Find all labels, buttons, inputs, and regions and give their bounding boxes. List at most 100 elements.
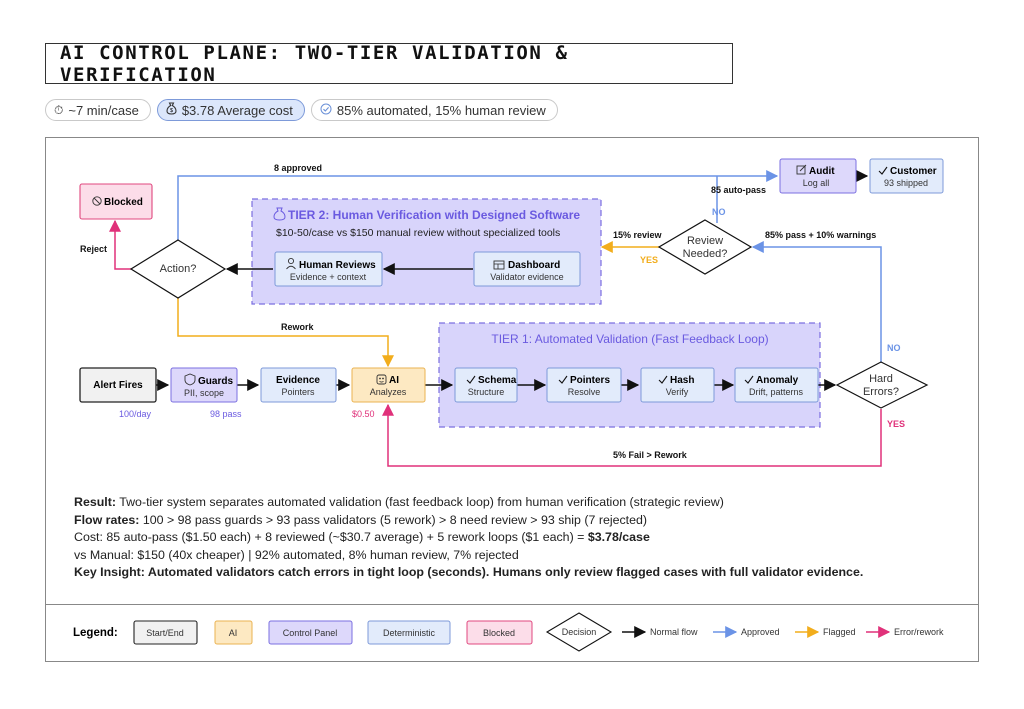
- svg-text:Evidence: Evidence: [276, 375, 320, 386]
- node-evidence: Evidence Pointers: [260, 367, 337, 403]
- decision-action: Action?: [129, 239, 227, 299]
- person-icon: [286, 257, 296, 270]
- tier1-title: TIER 1: Automated Validation (Fast Feedb…: [491, 332, 768, 346]
- check-icon: [658, 375, 668, 384]
- edge-label-auto-pass: 85 auto-pass: [711, 185, 766, 195]
- edge-label-yes-review: YES: [640, 255, 658, 265]
- legend-approved: Approved: [713, 626, 780, 638]
- svg-text:Drift, patterns: Drift, patterns: [749, 387, 804, 397]
- node-alert-fires: Alert Fires: [79, 367, 157, 403]
- legend-title: Legend:: [73, 627, 118, 639]
- key-insight-text: Key Insight: Automated validators catch …: [74, 565, 864, 580]
- svg-text:PII, scope: PII, scope: [184, 388, 224, 398]
- svg-text:Error/rework: Error/rework: [894, 627, 944, 637]
- node-dashboard: Dashboard Validator evidence: [473, 251, 581, 287]
- legend-control-panel: Control Panel: [268, 620, 353, 645]
- svg-text:Approved: Approved: [741, 627, 780, 637]
- edge-label-no-top: NO: [712, 207, 726, 217]
- node-hash: Hash Verify: [640, 367, 715, 403]
- automation-pill: 85% automated, 15% human review: [310, 99, 558, 121]
- svg-text:Flagged: Flagged: [823, 627, 856, 637]
- tier2-subtitle: $10-50/case vs $150 manual review withou…: [276, 227, 560, 239]
- svg-text:AI: AI: [229, 628, 238, 638]
- node-guards: Guards PII, scope: [170, 367, 238, 403]
- svg-text:Structure: Structure: [468, 387, 505, 397]
- automation-pill-text: 85% automated, 15% human review: [336, 102, 546, 118]
- svg-text:Needed?: Needed?: [683, 248, 728, 260]
- tier2-title: TIER 2: Human Verification with Designed…: [288, 208, 580, 222]
- node-ai: AI Analyzes: [351, 367, 426, 403]
- svg-text:Control Panel: Control Panel: [283, 628, 338, 638]
- edge-label-reject: Reject: [80, 244, 107, 254]
- diagram-panel: [45, 137, 979, 662]
- svg-text:Customer: Customer: [890, 166, 937, 177]
- money-bag-icon: $: [166, 102, 177, 118]
- svg-text:Verify: Verify: [666, 387, 689, 397]
- svg-text:Hash: Hash: [670, 375, 694, 386]
- result-label: Result:: [74, 495, 116, 509]
- legend-start-end: Start/End: [133, 620, 198, 645]
- result-text: Two-tier system separates automated vali…: [116, 495, 724, 509]
- edge-label-pass-warnings: 85% pass + 10% warnings: [765, 230, 876, 240]
- result-line-5: Key Insight: Automated validators catch …: [74, 564, 863, 582]
- svg-text:Review: Review: [687, 235, 723, 247]
- legend-deterministic: Deterministic: [367, 620, 451, 645]
- manual-compare-text: vs Manual: $150 (40x cheaper) | 92% auto…: [74, 547, 519, 562]
- svg-text:Blocked: Blocked: [483, 628, 515, 638]
- svg-text:Schema: Schema: [478, 375, 517, 386]
- svg-text:Anomaly: Anomaly: [756, 375, 799, 386]
- check-circle-icon: [320, 103, 332, 118]
- flow-rates-label: Flow rates:: [74, 512, 140, 527]
- svg-text:Analyzes: Analyzes: [370, 387, 407, 397]
- cost-pill-text: $3.78 Average cost: [181, 102, 293, 118]
- svg-text:Hard: Hard: [869, 373, 893, 385]
- node-pointers: Pointers Resolve: [546, 367, 622, 403]
- edge-label-rework: Rework: [281, 322, 315, 332]
- alert-rate-note: 100/day: [119, 409, 152, 419]
- result-summary: Result: Two-tier system separates automa…: [74, 494, 863, 582]
- node-audit: Audit Log all: [779, 158, 857, 194]
- guards-pass-note: 98 pass: [210, 409, 242, 419]
- no-entry-icon: [92, 196, 102, 206]
- svg-text:Start/End: Start/End: [146, 628, 184, 638]
- edge-label-yes-hard: YES: [887, 419, 905, 429]
- svg-text:AI: AI: [389, 375, 399, 386]
- node-customer: Customer 93 shipped: [869, 158, 944, 194]
- svg-text:Pointers: Pointers: [281, 387, 315, 397]
- flow-diagram: TIER 2: Human Verification with Designed…: [73, 158, 944, 652]
- svg-text:Human Reviews: Human Reviews: [299, 260, 376, 271]
- svg-text:93 shipped: 93 shipped: [884, 178, 928, 188]
- cost-text: Cost: 85 auto-pass ($1.50 each) + 8 revi…: [74, 530, 588, 545]
- legend-divider: [46, 604, 978, 605]
- decision-review-needed: Review Needed?: [657, 219, 753, 275]
- stats-pills: ⏱ ~7 min/case $ $3.78 Average cost 85% a…: [45, 99, 558, 121]
- legend-flagged: Flagged: [795, 626, 856, 638]
- robot-icon: [376, 374, 387, 385]
- svg-text:Audit: Audit: [809, 166, 835, 177]
- svg-text:$: $: [170, 108, 173, 114]
- time-pill-text: ~7 min/case: [68, 102, 139, 118]
- edge-label-15-review: 15% review: [613, 230, 663, 240]
- cost-pill: $ $3.78 Average cost: [156, 99, 305, 121]
- check-icon: [466, 375, 476, 384]
- legend-ai: AI: [214, 620, 253, 645]
- result-line-1: Result: Two-tier system separates automa…: [74, 494, 863, 512]
- flow-rates-text: 100 > 98 pass guards > 93 pass validator…: [139, 512, 648, 527]
- node-human-reviews: Human Reviews Evidence + context: [274, 251, 383, 287]
- svg-text:Action?: Action?: [160, 263, 197, 275]
- page-title: AI CONTROL PLANE: TWO-TIER VALIDATION & …: [60, 41, 569, 86]
- stopwatch-icon: ⏱: [54, 102, 64, 117]
- cost-total: $3.78/case: [587, 530, 650, 545]
- shield-icon: [184, 373, 196, 386]
- edge-label-no-hard: NO: [887, 343, 901, 353]
- result-line-2: Flow rates: 100 > 98 pass guards > 93 pa…: [74, 512, 863, 530]
- legend-error-rework: Error/rework: [866, 626, 944, 638]
- result-line-3: Cost: 85 auto-pass ($1.50 each) + 8 revi…: [74, 529, 863, 547]
- svg-text:Decision: Decision: [562, 627, 597, 637]
- edge-label-8-approved: 8 approved: [274, 163, 322, 173]
- legend: Legend: Start/End AI Control Panel Deter…: [73, 612, 944, 652]
- legend-decision: Decision: [545, 612, 613, 652]
- error-arrows: [109, 219, 882, 467]
- node-schema: Schema Structure: [454, 367, 518, 403]
- node-anomaly: Anomaly Drift, patterns: [734, 367, 819, 403]
